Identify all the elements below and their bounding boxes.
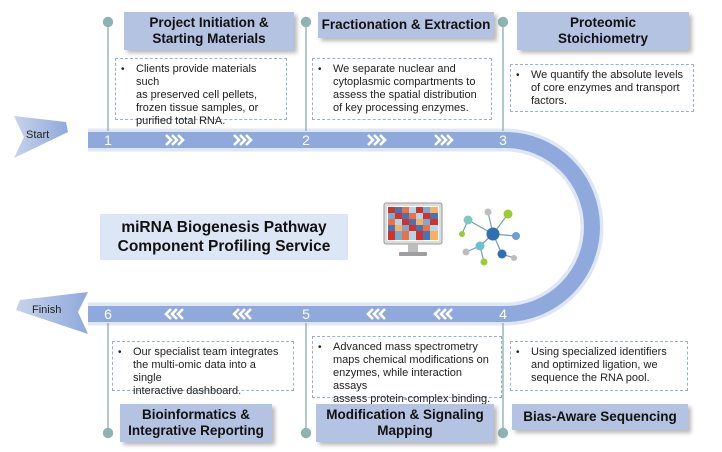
step-6-desc-line3: interactive dashboard.: [133, 385, 242, 397]
step-1-description: • Clients provide materials such as pres…: [115, 58, 287, 127]
step-number-2: 2: [302, 132, 310, 148]
step-6-desc-line2: the multi-omic data into a single: [133, 359, 256, 384]
step-2-desc-line1: We separate nuclear and: [333, 63, 456, 75]
step-3-desc-line3: factors.: [531, 95, 568, 107]
step-3-title: Proteomic Stoichiometry: [517, 12, 689, 50]
step-number-4: 4: [499, 306, 507, 322]
connector-dot: [102, 427, 114, 439]
step-6-title-line2: Integrative Reporting: [128, 423, 264, 438]
step-2-description: • We separate nuclear and cytoplasmic co…: [312, 58, 492, 120]
step-5-description: • Advanced mass spectrometry maps chemic…: [312, 336, 502, 405]
bullet-icon: •: [318, 64, 322, 75]
step-2-desc-line4: of key processing enzymes.: [333, 102, 469, 114]
step-4-desc-line3: sequence the RNA pool.: [531, 372, 650, 384]
connector-dot: [300, 427, 312, 439]
step-2-title: Fractionation & Extraction: [318, 12, 494, 38]
step-3-desc-line1: We quantify the absolute levels: [531, 69, 684, 81]
step-6-title-line1: Bioinformatics &: [141, 407, 250, 422]
bullet-icon: •: [516, 70, 520, 81]
connector-dot: [300, 16, 312, 28]
step-1-title-line2: Starting Materials: [152, 31, 266, 46]
service-title-line1: miRNA Biogenesis Pathway: [121, 219, 327, 236]
step-5-desc-line4: assess protein-complex binding.: [333, 393, 491, 405]
start-arrow: [14, 116, 68, 158]
step-6-title: Bioinformatics & Integrative Reporting: [120, 404, 272, 442]
step-5-desc-line2: maps chemical modifications on: [333, 354, 489, 366]
step-number-6: 6: [104, 306, 112, 322]
step-1-title-line1: Project Initiation &: [149, 15, 269, 30]
start-label: Start: [26, 129, 50, 141]
finish-arrow: [16, 292, 88, 334]
step-5-desc-line1: Advanced mass spectrometry: [333, 341, 478, 353]
step-number-3: 3: [499, 132, 507, 148]
step-1-desc-line1: Clients provide materials such: [136, 63, 257, 88]
step-5-desc-line3: enzymes, while interaction assays: [333, 367, 463, 392]
heatmap-monitor-icon: [383, 202, 443, 256]
backward-chevrons: [164, 308, 453, 320]
step-5-title-line2: Mapping: [377, 423, 433, 438]
forward-chevrons: [165, 134, 454, 146]
step-4-description: • Using specialized identifiers and opti…: [510, 341, 688, 391]
step-3-title-line1: Proteomic: [569, 15, 637, 30]
pathway-track: [88, 132, 600, 322]
step-3-desc-line2: of core enzymes and transport: [531, 82, 680, 94]
step-5-title: Modification & Signaling Mapping: [316, 404, 494, 442]
step-4-desc-line1: Using specialized identifiers: [531, 346, 667, 358]
network-graph-icon: [459, 208, 520, 266]
step-2-desc-line2: cytoplasmic compartments to: [333, 76, 476, 88]
service-title-line2: Component Profiling Service: [117, 238, 331, 255]
step-3-title-line2: Stoichiometry: [557, 31, 649, 46]
step-1-desc-line2: as preserved cell pellets,: [136, 89, 258, 101]
step-6-desc-line1: Our specialist team integrates: [133, 346, 279, 358]
step-3-description: • We quantify the absolute levels of cor…: [510, 64, 694, 112]
step-6-description: • Our specialist team integrates the mul…: [112, 341, 294, 397]
service-title: miRNA Biogenesis Pathway Component Profi…: [100, 214, 348, 260]
finish-label: Finish: [32, 304, 62, 316]
step-1-desc-line3: frozen tissue samples, or: [136, 102, 259, 114]
bullet-icon: •: [118, 347, 122, 358]
step-2-title-line1: Fractionation & Extraction: [321, 17, 491, 32]
step-5-title-line1: Modification & Signaling: [326, 407, 484, 422]
bullet-icon: •: [121, 64, 125, 75]
step-4-title: Bias-Aware Sequencing: [512, 404, 688, 430]
step-number-5: 5: [302, 306, 310, 322]
step-2-desc-line3: assess the spatial distribution: [333, 89, 477, 101]
connectors: [102, 16, 509, 439]
bullet-icon: •: [318, 342, 322, 353]
connector-dot: [497, 16, 509, 28]
step-1-desc-line4: purified total RNA.: [136, 115, 226, 127]
step-4-title-line1: Bias-Aware Sequencing: [523, 409, 677, 424]
step-number-1: 1: [104, 132, 112, 148]
bullet-icon: •: [516, 347, 520, 358]
step-1-title: Project Initiation & Starting Materials: [124, 12, 294, 50]
connector-dot: [102, 16, 114, 28]
step-4-desc-line2: and optimized ligation, we: [531, 359, 658, 371]
connector-dot: [497, 427, 509, 439]
